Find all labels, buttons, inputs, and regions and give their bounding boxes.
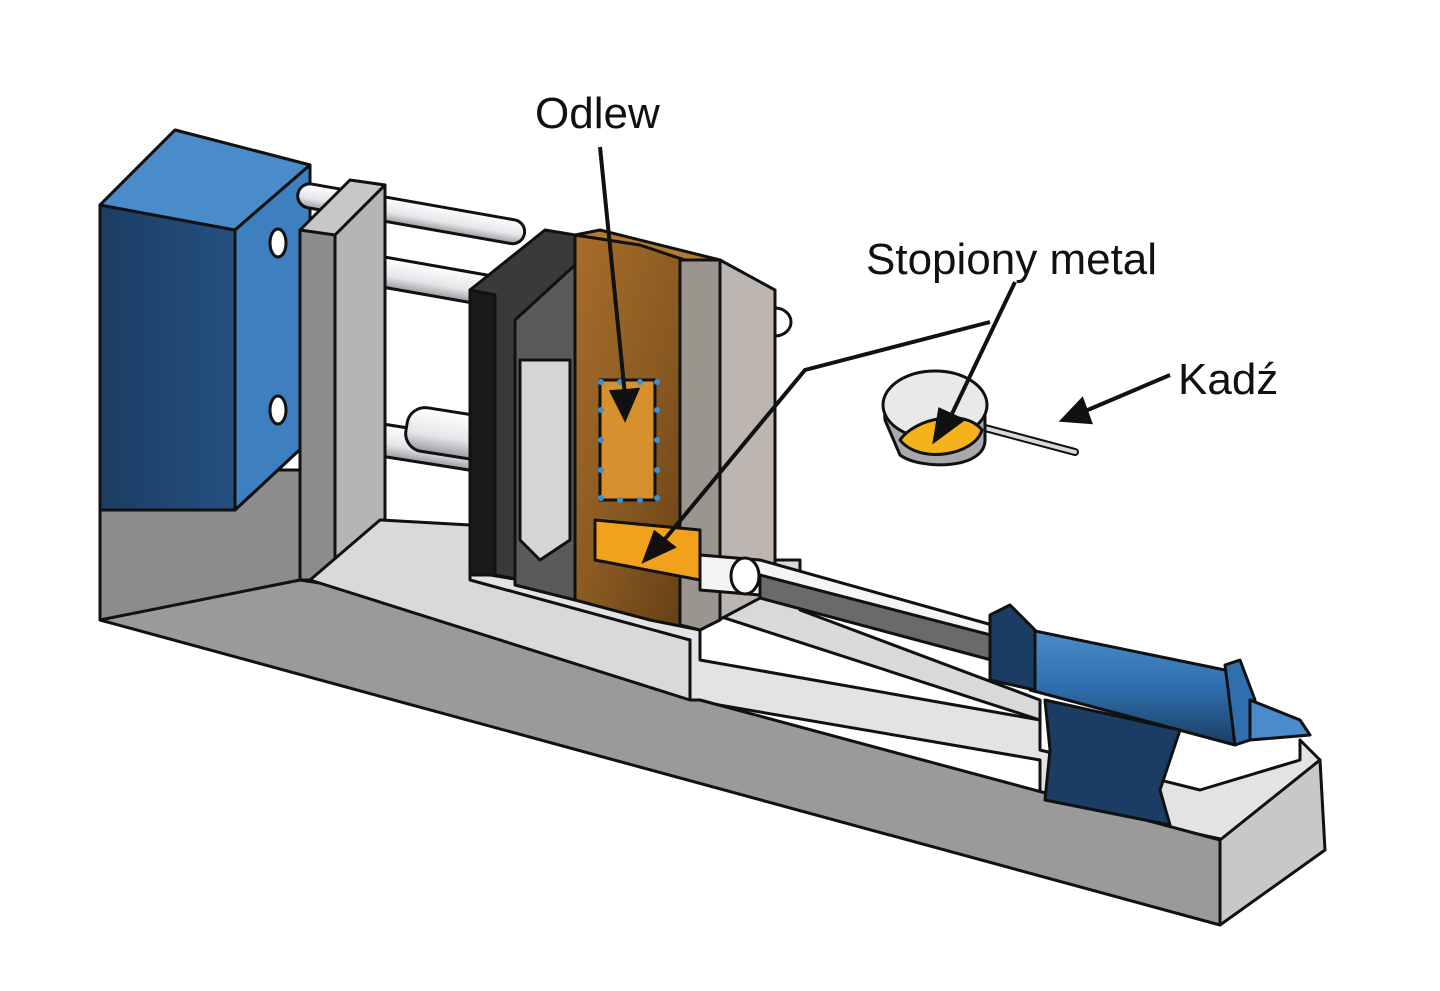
label-casting: Odlew (535, 89, 660, 138)
label-ladle: Kadź (1178, 355, 1279, 404)
arrow-ladle (1082, 373, 1171, 414)
callout-arrows (598, 146, 1171, 564)
clamp-cylinder-block (98, 128, 312, 512)
arrow-molten-ladle (948, 281, 1017, 419)
shot-cylinder (988, 603, 1312, 827)
die-assembly (468, 228, 777, 632)
arrow-casting (598, 146, 627, 396)
label-molten-metal: Stopiony metal (866, 235, 1158, 284)
ladle-icon (881, 369, 1079, 467)
moving-platen (298, 178, 387, 582)
cavity-outline-dots (598, 379, 660, 503)
arrow-molten-sleeve (658, 320, 991, 547)
